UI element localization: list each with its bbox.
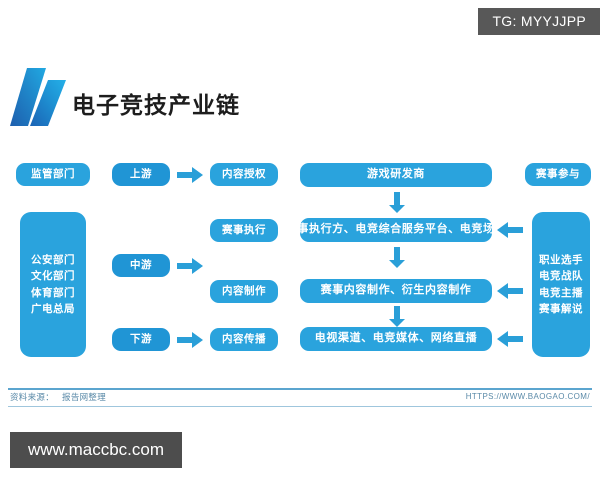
flow-box-content-production[interactable]: 赛事内容制作、衍生内容制作 — [300, 279, 492, 303]
stage-output-event-execution[interactable]: 赛事执行 — [210, 219, 278, 242]
flow-box-game-developer[interactable]: 游戏研发商 — [300, 163, 492, 187]
site-watermark-badge: www.maccbc.com — [10, 432, 183, 468]
footer-divider-top — [8, 388, 592, 390]
flow-box-distribution-channels[interactable]: 电视渠道、电竞媒体、网络直播 — [300, 327, 492, 351]
arrow-left-3 — [497, 331, 523, 347]
flow-box-event-operators[interactable]: 赛事执行方、电竞综合服务平台、电竞场馆 — [286, 218, 506, 242]
footer-divider-bottom — [8, 406, 592, 407]
arrow-left-1 — [497, 222, 523, 238]
agency-item: 公安部门 — [31, 253, 75, 266]
participant-item: 赛事解说 — [539, 302, 583, 315]
participants-box[interactable]: 职业选手 电竞战队 电竞主播 赛事解说 — [532, 212, 590, 357]
arrow-down-1 — [389, 192, 405, 213]
double-parallelogram-logo-icon — [10, 66, 72, 128]
agencies-box[interactable]: 公安部门 文化部门 体育部门 广电总局 — [20, 212, 86, 357]
arrow-down-3 — [389, 306, 405, 327]
stage-pill-downstream[interactable]: 下游 — [112, 328, 170, 351]
arrow-right-upstream — [177, 167, 203, 183]
footer-url: HTTPS://WWW.BAOGAO.COM/ — [465, 392, 590, 401]
agency-item: 体育部门 — [31, 286, 75, 299]
page-title: 电子竞技产业链 — [72, 92, 240, 118]
footer-source: 资料来源： 报告网整理 — [10, 391, 106, 403]
arrow-down-2 — [389, 247, 405, 268]
footer-source-label: 资料来源： — [10, 392, 55, 402]
agency-item: 文化部门 — [31, 270, 75, 283]
arrow-left-2 — [497, 283, 523, 299]
stage-output-content-production[interactable]: 内容制作 — [210, 280, 278, 303]
footer-source-value: 报告网整理 — [62, 392, 107, 402]
tg-watermark-badge: TG: MYYJJPP — [478, 8, 600, 35]
arrow-right-downstream — [177, 332, 203, 348]
stage-pill-midstream[interactable]: 中游 — [112, 254, 170, 277]
participant-item: 职业选手 — [539, 253, 583, 266]
arrow-right-midstream — [177, 258, 203, 274]
participant-item: 电竞战队 — [539, 270, 583, 283]
participant-item: 电竞主播 — [539, 286, 583, 299]
participation-pill[interactable]: 赛事参与 — [525, 163, 591, 186]
stage-output-content-distribution[interactable]: 内容传播 — [210, 328, 278, 351]
stage-pill-upstream[interactable]: 上游 — [112, 163, 170, 186]
stage-output-content-authorization[interactable]: 内容授权 — [210, 163, 278, 186]
agency-item: 广电总局 — [31, 302, 75, 315]
regulator-pill[interactable]: 监管部门 — [16, 163, 90, 186]
